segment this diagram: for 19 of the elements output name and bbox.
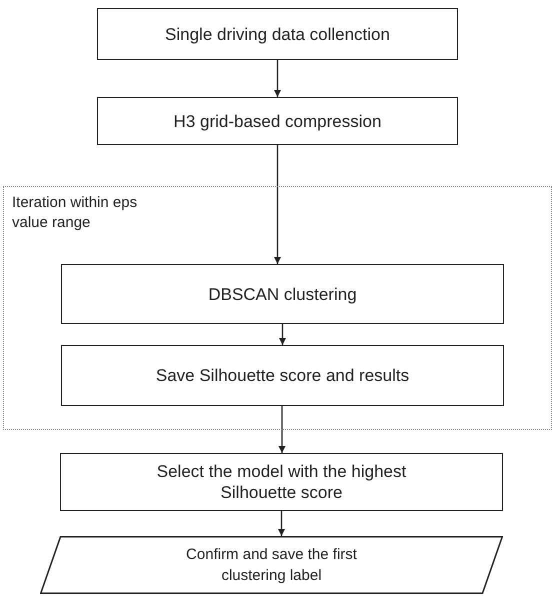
step-text: Select the model with the highest Silhouette score (156, 461, 408, 503)
iteration-region (3, 186, 552, 430)
process-box (97, 8, 458, 60)
arrow (278, 406, 286, 453)
arrow (274, 145, 281, 264)
output-parallelogram (40, 536, 503, 594)
step-text: Save Silhouette score and results (156, 365, 410, 386)
arrow (278, 511, 285, 536)
process-box (60, 453, 503, 511)
process-box (61, 264, 504, 324)
arrow (274, 60, 281, 97)
arrow (279, 324, 286, 345)
process-box (97, 97, 458, 145)
step-text: DBSCAN clustering (208, 284, 357, 304)
step-text: Confirm and save the first clustering label (185, 545, 358, 586)
region-label: Iteration within eps value range (12, 193, 138, 233)
step-text: Single driving data collenction (165, 24, 390, 44)
process-box (61, 345, 504, 406)
step-text: H3 grid-based compression (174, 110, 382, 132)
